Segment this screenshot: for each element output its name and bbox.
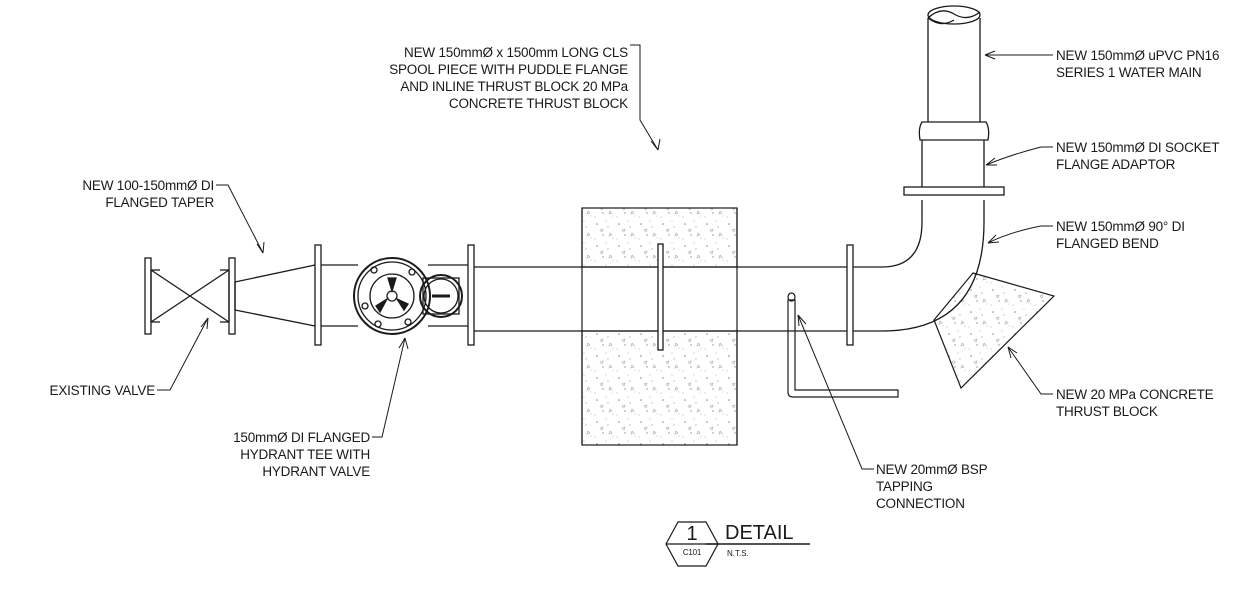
- water-main-label: NEW 150mmØ uPVC PN16 SERIES 1 WATER MAIN: [1056, 47, 1220, 81]
- spool-piece-label: NEW 150mmØ x 1500mm LONG CLS SPOOL PIECE…: [320, 44, 628, 112]
- socket-adaptor-line-2: FLANGE ADAPTOR: [1056, 157, 1176, 172]
- hydrant-tee-line-2: HYDRANT TEE WITH: [240, 447, 370, 462]
- spool-line-1: NEW 150mmØ x 1500mm LONG CLS: [404, 45, 628, 60]
- hydrant-tee-line-1: 150mmØ DI FLANGED: [233, 430, 370, 445]
- detail-number: 1: [686, 523, 698, 545]
- bend-thrust-block-line-1: NEW 20 MPa CONCRETE: [1056, 387, 1214, 402]
- spool-line-3: AND INLINE THRUST BLOCK 20 MPa: [400, 79, 628, 94]
- taper-label: NEW 100-150mmØ DI FLANGED TAPER: [30, 177, 214, 211]
- spool-line-2: SPOOL PIECE WITH PUDDLE FLANGE: [389, 62, 628, 77]
- taper-line-2: FLANGED TAPER: [105, 195, 214, 210]
- leader-lines: [157, 44, 1053, 470]
- water-main-line-2: SERIES 1 WATER MAIN: [1056, 65, 1202, 80]
- main-pipe: [321, 243, 882, 351]
- upvc-water-main: [927, 5, 981, 116]
- bend-thrust-block-label: NEW 20 MPa CONCRETE THRUST BLOCK: [1056, 386, 1214, 420]
- hydrant-tee: [353, 257, 463, 335]
- tapping-label: NEW 20mmØ BSP TAPPING CONNECTION: [876, 461, 988, 512]
- socket-flange-adaptor: [903, 116, 1005, 196]
- water-main-line-1: NEW 150mmØ uPVC PN16: [1056, 48, 1220, 63]
- bend-label: NEW 150mmØ 90° DI FLANGED BEND: [1056, 218, 1185, 252]
- tapping-line-2: TAPPING: [876, 479, 933, 494]
- detail-scale: N.T.S.: [727, 549, 749, 558]
- detail-title: DETAIL: [725, 522, 794, 544]
- socket-adaptor-label: NEW 150mmØ DI SOCKET FLANGE ADAPTOR: [1056, 139, 1219, 173]
- flanged-taper: [234, 244, 322, 346]
- existing-valve: [144, 257, 236, 335]
- tapping-connection: [787, 292, 899, 398]
- hydrant-tee-line-3: HYDRANT VALVE: [262, 464, 370, 479]
- spool-line-4: CONCRETE THRUST BLOCK: [448, 96, 628, 111]
- socket-adaptor-line-1: NEW 150mmØ DI SOCKET: [1056, 140, 1220, 155]
- existing-valve-label: EXISTING VALVE: [0, 382, 156, 399]
- detail-title-marker: [665, 521, 810, 567]
- bend-line-1: NEW 150mmØ 90° DI: [1056, 219, 1185, 234]
- existing-valve-line-1: EXISTING VALVE: [49, 383, 156, 398]
- hydrant-tee-label: 150mmØ DI FLANGED HYDRANT TEE WITH HYDRA…: [170, 429, 370, 480]
- detail-sheet-ref: C101: [682, 548, 702, 557]
- bend-concrete-thrust-block: [933, 272, 1056, 390]
- tapping-line-3: CONNECTION: [876, 496, 965, 511]
- taper-line-1: NEW 100-150mmØ DI: [82, 178, 214, 193]
- flanged-bend: [881, 200, 985, 332]
- tapping-line-1: NEW 20mmØ BSP: [876, 462, 988, 477]
- bend-line-2: FLANGED BEND: [1056, 236, 1159, 251]
- bend-thrust-block-line-2: THRUST BLOCK: [1056, 404, 1158, 419]
